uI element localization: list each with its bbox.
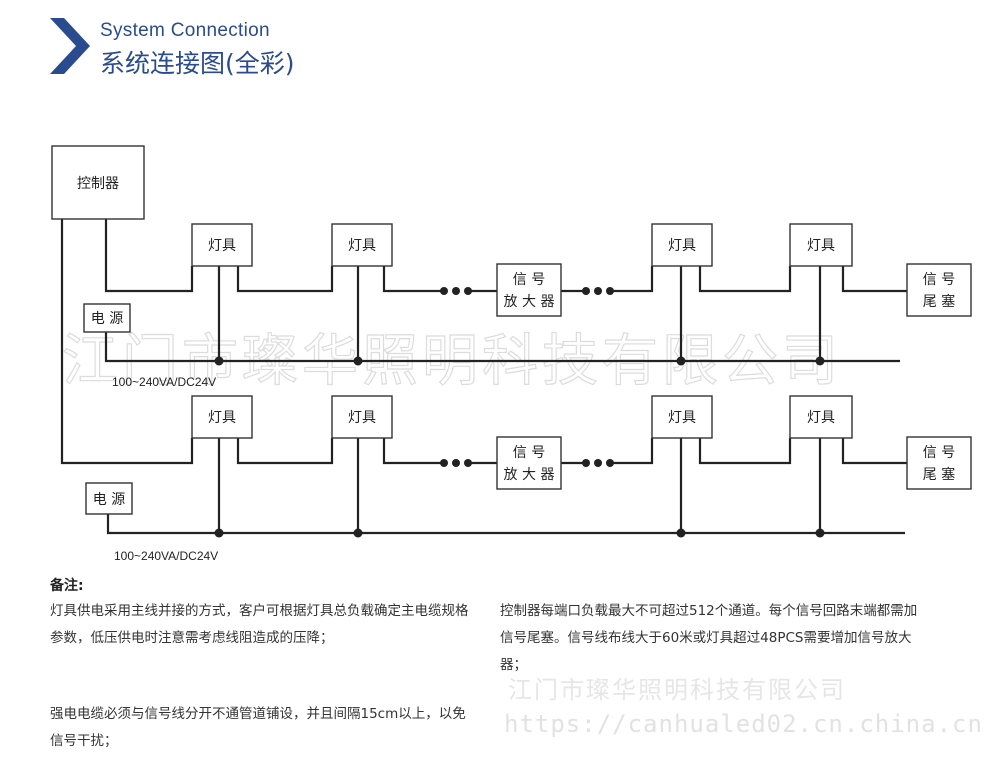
- svg-text:尾 塞: 尾 塞: [923, 466, 955, 483]
- continuation-dot: [440, 459, 448, 467]
- continuation-dot: [582, 459, 590, 467]
- continuation-dot: [594, 459, 602, 467]
- lamp-box: 灯具: [789, 395, 853, 439]
- continuation-dot: [606, 459, 614, 467]
- note-cable-separation: 强电电缆必须与信号线分开不通管道铺设，并且间隔15cm以上，以免信号干扰；: [50, 706, 466, 749]
- junction-dot: [353, 356, 363, 366]
- svg-text:尾 塞: 尾 塞: [923, 293, 955, 310]
- amplifier-box: 信 号 放 大 器: [496, 263, 562, 317]
- junction-dot: [676, 356, 686, 366]
- lamp-box: 灯具: [191, 223, 253, 267]
- lamp-box: 灯具: [789, 223, 853, 267]
- signal-wire-r2-b: [382, 438, 442, 465]
- power-wire-r2: [106, 514, 905, 535]
- junction-dot: [815, 528, 825, 538]
- svg-text:灯具: 灯具: [208, 410, 236, 426]
- svg-text:电 源: 电 源: [93, 492, 125, 508]
- junction-dot: [214, 528, 224, 538]
- continuation-dot: [464, 459, 472, 467]
- svg-text:灯具: 灯具: [348, 238, 376, 254]
- power-wire-r1: [104, 332, 900, 363]
- watermark-company-bottom: 江门市璨华照明科技有限公司: [508, 676, 846, 704]
- continuation-dot: [606, 287, 614, 295]
- continuation-dot: [452, 287, 460, 295]
- signal-wire-r2-a: [236, 438, 334, 465]
- controller-box: 控制器: [51, 145, 145, 220]
- lamp-box: 灯具: [331, 395, 393, 439]
- svg-text:信 号: 信 号: [513, 445, 545, 461]
- svg-text:灯具: 灯具: [348, 410, 376, 426]
- voltage-label: 100~240VA/DC24V: [114, 549, 218, 563]
- svg-text:灯具: 灯具: [668, 238, 696, 254]
- connection-diagram: 江门市璨华照明科技有限公司 控制器: [51, 145, 972, 563]
- junction-dot: [815, 356, 825, 366]
- signal-wire-r2-g: [841, 438, 907, 465]
- lamp-box: 灯具: [331, 223, 393, 267]
- svg-text:放 大 器: 放 大 器: [504, 294, 555, 310]
- note-controller-load: 控制器每端口负载最大不可超过512个通道。每个信号回路末端都需加信号尾塞。信号线…: [500, 603, 918, 673]
- svg-text:放 大 器: 放 大 器: [504, 467, 555, 483]
- power-supply-box: 电 源: [85, 482, 133, 515]
- watermark-url: https://canhualed02.cn.china.cn: [504, 710, 983, 738]
- note-power-supply: 灯具供电采用主线并接的方式，客户可根据灯具总负载确定主电缆规格参数，低压供电时注…: [50, 603, 469, 646]
- signal-wire-r1-e: [612, 266, 654, 293]
- svg-text:信 号: 信 号: [923, 445, 955, 461]
- terminator-box: 信 号 尾 塞: [906, 436, 972, 490]
- signal-wire-r1-f: [698, 266, 792, 293]
- continuation-dot: [452, 459, 460, 467]
- svg-text:信 号: 信 号: [513, 272, 545, 288]
- svg-text:灯具: 灯具: [208, 238, 236, 254]
- continuation-dot: [582, 287, 590, 295]
- signal-wire-r1-a: [236, 266, 334, 293]
- junction-dot: [676, 528, 686, 538]
- junction-dot: [353, 528, 363, 538]
- lamp-box: 灯具: [651, 223, 713, 267]
- amplifier-box: 信 号 放 大 器: [496, 436, 562, 490]
- terminator-box: 信 号 尾 塞: [906, 263, 972, 317]
- svg-text:电 源: 电 源: [91, 311, 123, 327]
- svg-text:信 号: 信 号: [923, 272, 955, 288]
- controller-signal-wire-2: [60, 219, 194, 465]
- signal-wire-r1-g: [841, 266, 907, 293]
- title-chinese: 系统连接图(全彩): [100, 49, 295, 78]
- continuation-dot: [594, 287, 602, 295]
- svg-text:灯具: 灯具: [807, 410, 835, 426]
- continuation-dot: [464, 287, 472, 295]
- lamp-box: 灯具: [651, 395, 713, 439]
- title-english: System Connection: [100, 20, 270, 41]
- notes-title: 备注:: [50, 578, 84, 594]
- svg-text:灯具: 灯具: [807, 238, 835, 254]
- signal-wire-r1-b: [382, 266, 442, 293]
- power-supply-box: 电 源: [83, 303, 131, 333]
- svg-text:灯具: 灯具: [668, 410, 696, 426]
- svg-text:控制器: 控制器: [77, 176, 119, 192]
- junction-dot: [214, 356, 224, 366]
- controller-signal-wire-1: [104, 219, 194, 293]
- signal-wire-r2-e: [612, 438, 654, 465]
- lamp-box: 灯具: [191, 395, 253, 439]
- voltage-label: 100~240VA/DC24V: [112, 375, 216, 389]
- chevron-logo-icon: [50, 18, 90, 74]
- signal-wire-r2-f: [698, 438, 792, 465]
- continuation-dot: [440, 287, 448, 295]
